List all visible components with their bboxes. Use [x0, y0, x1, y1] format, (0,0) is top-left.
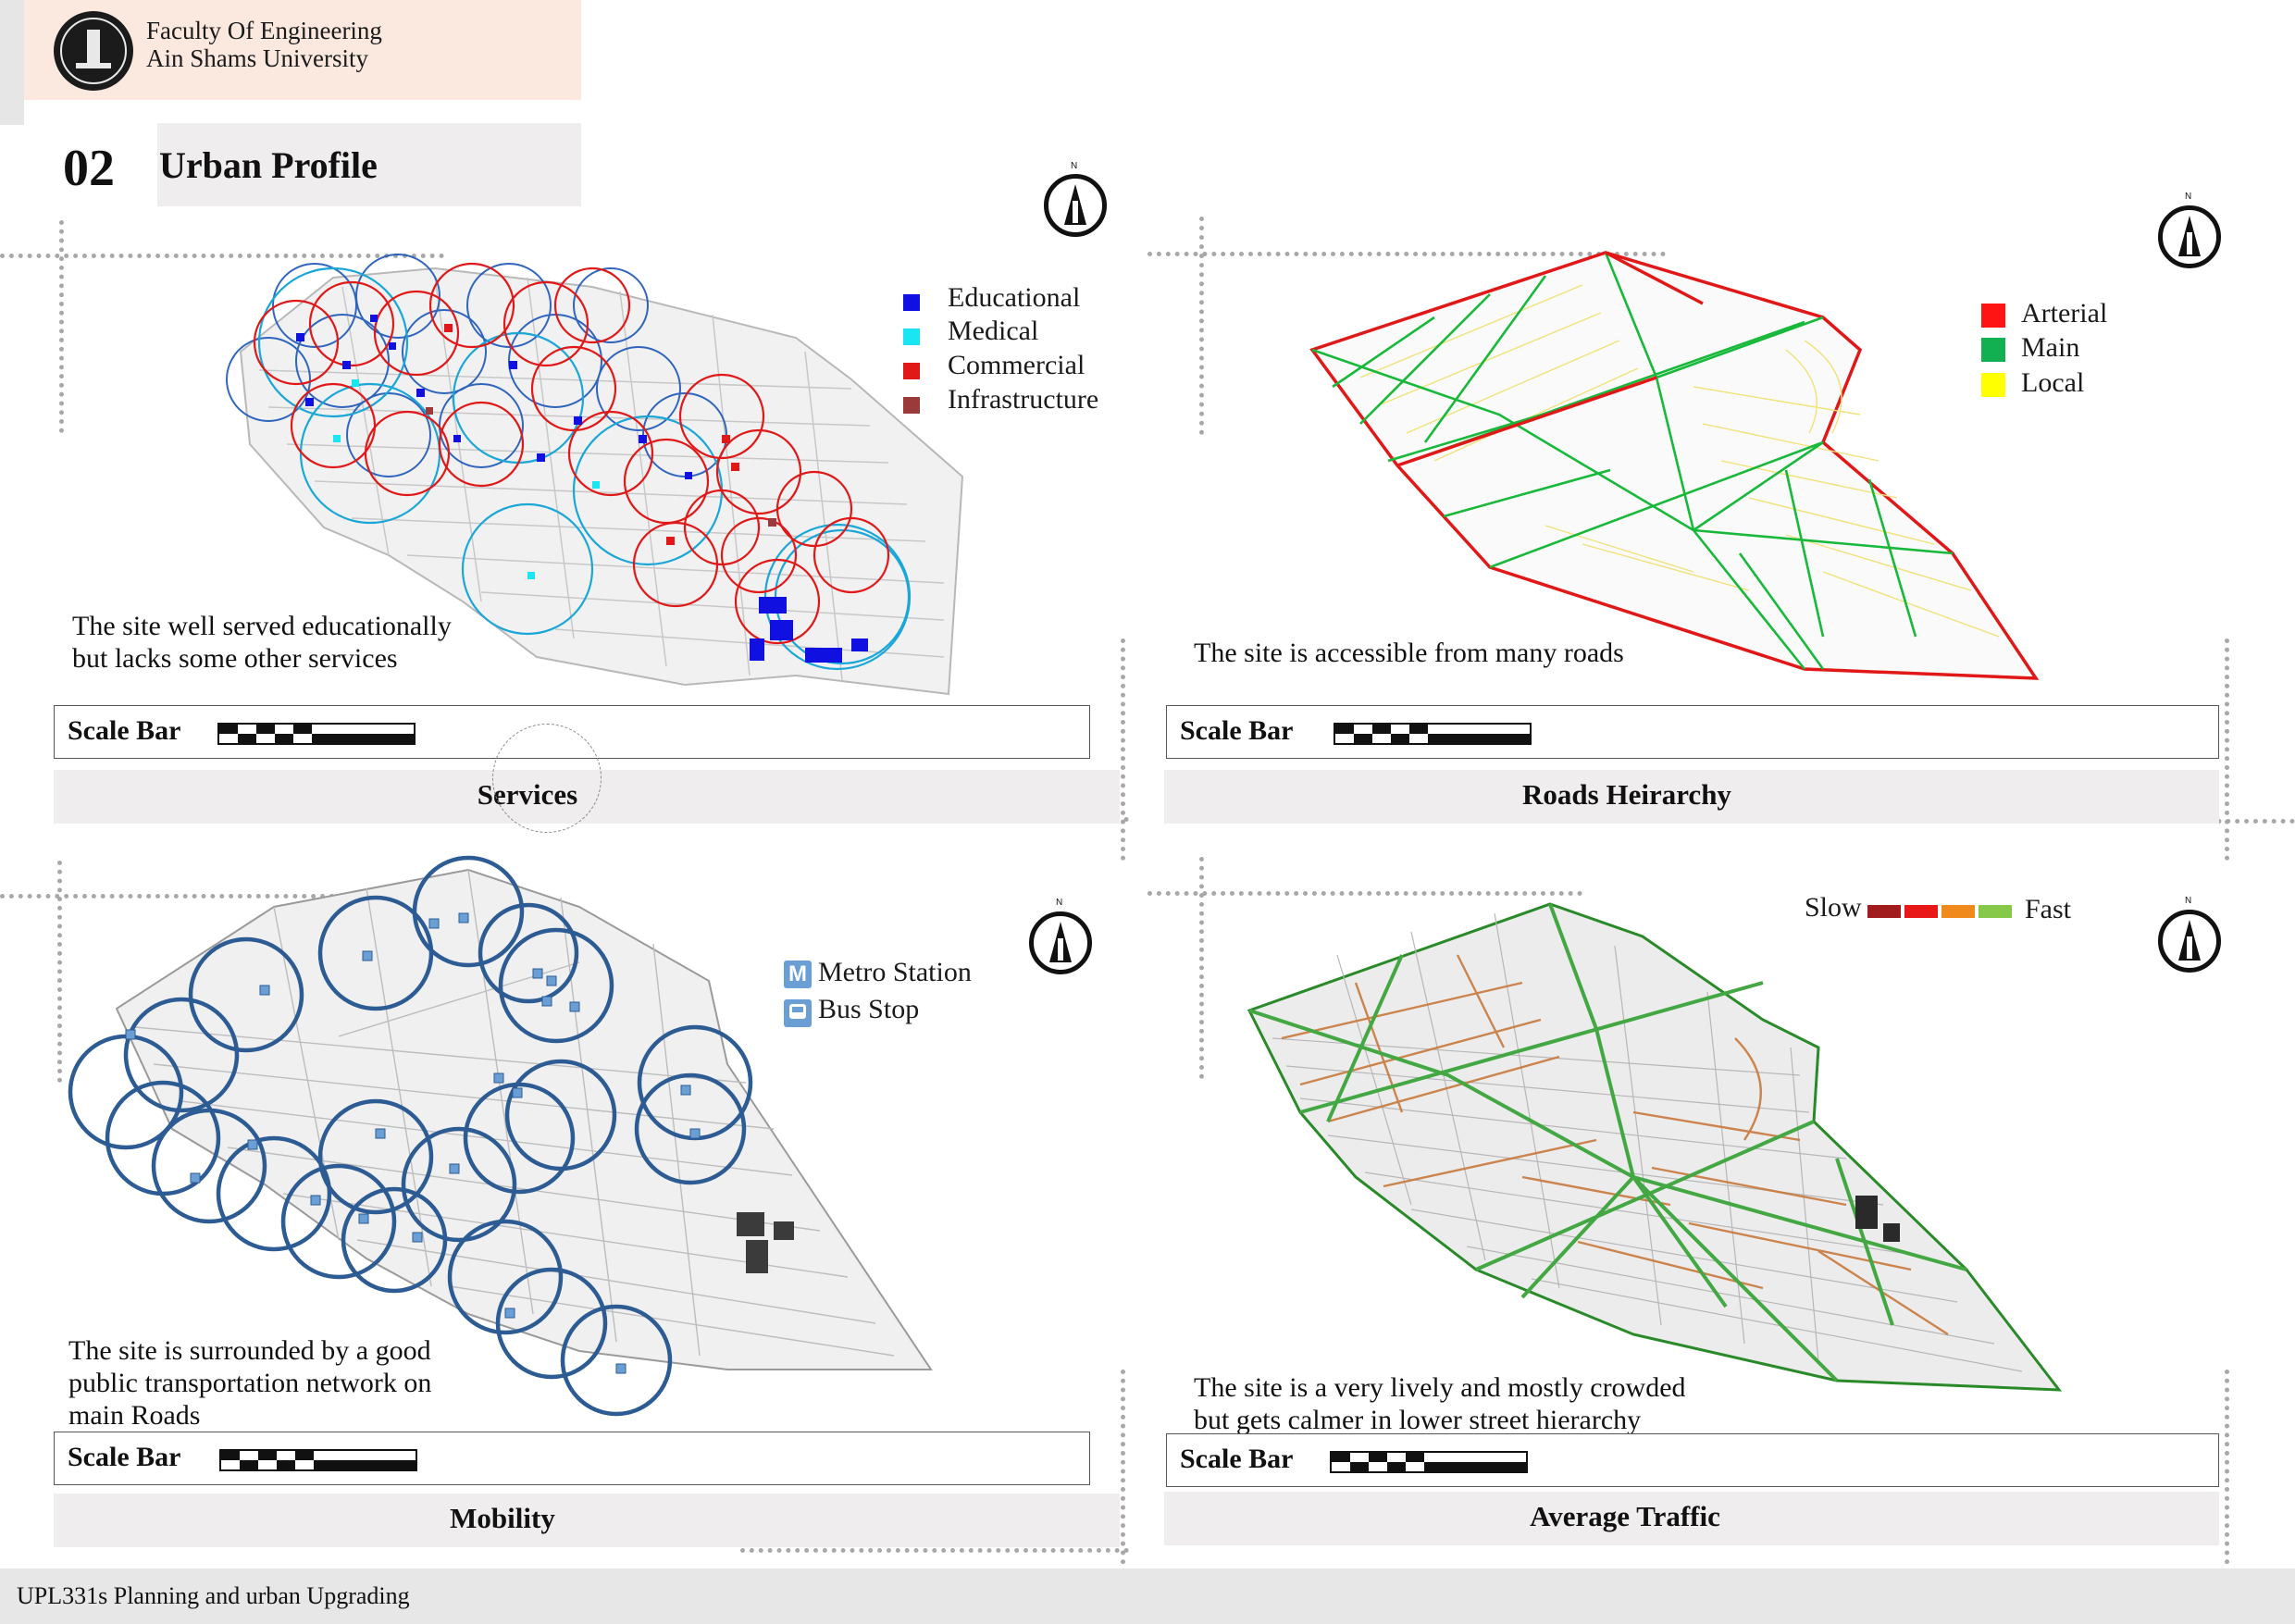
main-swatch: [1981, 338, 2005, 362]
legend-educational: Educational: [948, 282, 1081, 313]
traffic-legend-segment: [1867, 905, 1901, 918]
section-title: Urban Profile: [159, 144, 378, 186]
traffic-map: [1247, 902, 2063, 1392]
metro-icon: M: [784, 961, 812, 988]
legend-arterial: Arterial: [2021, 298, 2108, 329]
footer-bar: [0, 1568, 2295, 1624]
educational-swatch: [903, 294, 920, 311]
north-letter: N: [1071, 161, 1078, 171]
north-arrow-icon: [2158, 205, 2221, 268]
footer-course-title: UPL331s Planning and urban Upgrading: [17, 1582, 410, 1609]
mobility-description-line2: public transportation network on: [68, 1368, 432, 1398]
traffic-legend-segment: [1941, 905, 1975, 918]
mobility-scale-box: Scale Bar: [54, 1432, 1090, 1485]
north-letter: N: [2185, 192, 2192, 202]
scale-bar: [1330, 1451, 1528, 1473]
scale-bar: [217, 723, 416, 745]
roads-description: The site is accessible from many roads: [1194, 638, 1624, 668]
north-arrow-icon: [1029, 911, 1092, 974]
legend-commercial: Commercial: [948, 350, 1085, 380]
traffic-legend-segment: [1904, 905, 1938, 918]
guide-line: [0, 254, 444, 258]
traffic-scale-box: Scale Bar: [1166, 1433, 2219, 1487]
traffic-description-line1: The site is a very lively and mostly cro…: [1194, 1372, 1686, 1403]
mobility-caption-band: Mobility: [54, 1494, 1120, 1547]
legend-bus-stop: Bus Stop: [818, 994, 920, 1024]
guide-line: [1199, 217, 1204, 435]
guide-line: [740, 1548, 1129, 1553]
infrastructure-swatch: [903, 397, 920, 414]
scale-label: Scale Bar: [1180, 1444, 1294, 1474]
traffic-legend-fast: Fast: [2025, 894, 2072, 924]
legend-metro-station: Metro Station: [818, 957, 972, 987]
mobility-description-line1: The site is surrounded by a good: [68, 1335, 431, 1366]
north-arrow-icon: [1044, 174, 1107, 237]
scale-bar: [219, 1449, 417, 1471]
traffic-caption-band: Average Traffic: [1164, 1492, 2219, 1545]
scale-label: Scale Bar: [1180, 715, 1294, 746]
guide-line: [1148, 891, 1582, 896]
medical-swatch: [903, 329, 920, 345]
services-map: [226, 254, 964, 696]
roads-caption-band: Roads Heirarchy: [1164, 770, 2219, 824]
section-number: 02: [63, 140, 115, 197]
north-letter: N: [1056, 898, 1063, 908]
institution-name-line2: Ain Shams University: [146, 44, 368, 72]
section-number-bg: [48, 123, 157, 206]
institution-name-line1: Faculty Of Engineering: [146, 17, 382, 44]
roads-scale-box: Scale Bar: [1166, 705, 2219, 759]
services-description-line2: but lacks some other services: [72, 643, 398, 674]
services-description-line1: The site well served educationally: [72, 611, 452, 641]
traffic-legend-segment: [1979, 905, 2012, 918]
university-logo: [54, 11, 133, 91]
guide-line: [2225, 638, 2229, 861]
legend-infrastructure: Infrastructure: [948, 384, 1099, 415]
guide-line: [57, 861, 62, 1083]
mobility-map: [68, 855, 933, 1417]
roads-caption: Roads Heirarchy: [1522, 778, 1731, 811]
guide-line: [1121, 638, 1125, 861]
north-arrow-icon: [2158, 910, 2221, 973]
header-side-strip: [0, 0, 24, 125]
bus-icon: [784, 999, 812, 1027]
decorative-circle: [492, 724, 602, 833]
mobility-description-line3: main Roads: [68, 1400, 201, 1431]
legend-local: Local: [2021, 367, 2085, 398]
traffic-description-line2: but gets calmer in lower street hierarch…: [1194, 1405, 1642, 1435]
roads-map: [1309, 251, 2040, 680]
guide-line: [1199, 857, 1204, 1079]
guide-line: [2225, 1370, 2229, 1582]
legend-main: Main: [2021, 332, 2080, 363]
north-letter: N: [2185, 896, 2192, 906]
guide-line: [1121, 1370, 1125, 1582]
local-swatch: [1981, 373, 2005, 397]
legend-medical: Medical: [948, 316, 1039, 346]
traffic-caption: Average Traffic: [1530, 1500, 1720, 1532]
scale-label: Scale Bar: [68, 715, 181, 746]
guide-line: [59, 220, 64, 433]
mobility-caption: Mobility: [450, 1502, 555, 1534]
scale-label: Scale Bar: [68, 1442, 181, 1472]
arterial-swatch: [1981, 304, 2005, 328]
guide-line: [0, 894, 444, 899]
scale-bar: [1334, 723, 1532, 745]
guide-line: [1148, 252, 1666, 256]
traffic-legend-slow: Slow: [1805, 892, 1862, 923]
commercial-swatch: [903, 363, 920, 379]
